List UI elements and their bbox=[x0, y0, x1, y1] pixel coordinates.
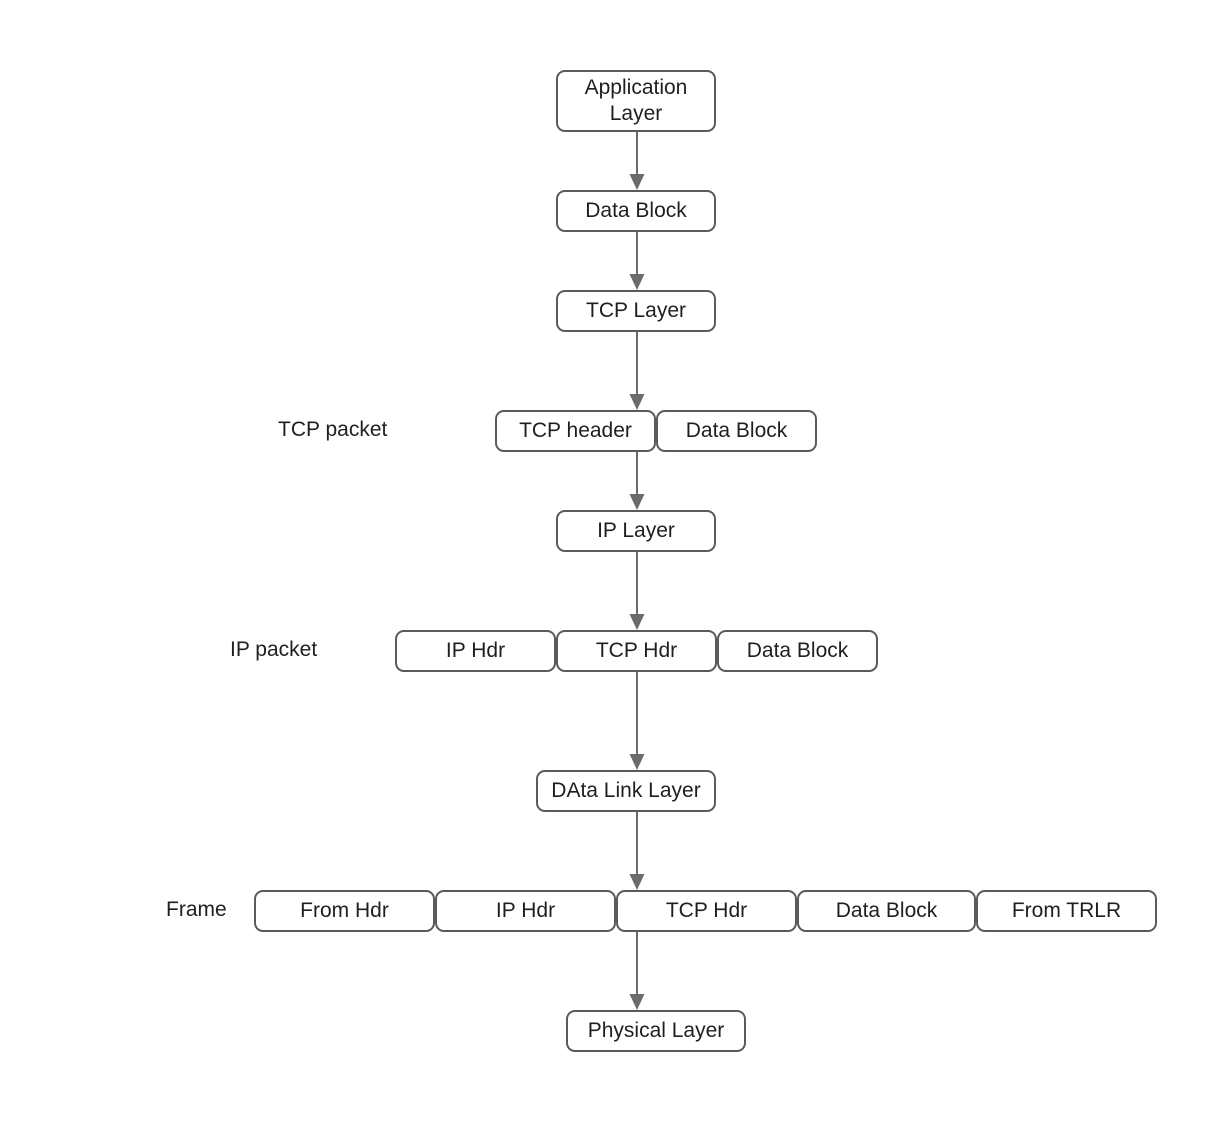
node-tcp-packet-data-block[interactable]: Data Block bbox=[656, 410, 817, 452]
arrow-ip-layer-to-ip-packet bbox=[629, 552, 645, 630]
node-label: From TRLR bbox=[1011, 898, 1122, 922]
arrow-head-icon bbox=[629, 874, 645, 890]
node-ip-packet-tcp-hdr[interactable]: TCP Hdr bbox=[556, 630, 717, 672]
node-tcp-layer[interactable]: TCP Layer bbox=[556, 290, 716, 332]
arrow-head-icon bbox=[629, 754, 645, 770]
node-frame-tcp-hdr[interactable]: TCP Hdr bbox=[616, 890, 797, 932]
row-label-ip-packet-label: IP packet bbox=[230, 638, 318, 661]
arrow-head-icon bbox=[629, 994, 645, 1010]
node-label: DAta Link Layer bbox=[551, 778, 701, 802]
node-data-block-top[interactable]: Data Block bbox=[556, 190, 716, 232]
node-ip-packet-ip-hdr[interactable]: IP Hdr bbox=[395, 630, 556, 672]
node-label: Data Block bbox=[835, 898, 938, 922]
node-label: From Hdr bbox=[300, 898, 389, 922]
node-label: IP Hdr bbox=[495, 898, 556, 922]
node-label: Data Block bbox=[746, 638, 849, 662]
arrow-head-icon bbox=[629, 174, 645, 190]
arrow-head-icon bbox=[629, 494, 645, 510]
node-label: TCP Hdr bbox=[665, 898, 748, 922]
node-frame-from-trlr[interactable]: From TRLR bbox=[976, 890, 1157, 932]
arrow-data-link-layer-to-frame bbox=[629, 812, 645, 890]
node-frame-from-hdr[interactable]: From Hdr bbox=[254, 890, 435, 932]
node-label: IP Layer bbox=[597, 518, 675, 542]
node-label: TCP Hdr bbox=[595, 638, 678, 662]
node-label: TCP Layer bbox=[586, 298, 686, 322]
node-data-link-layer[interactable]: DAta Link Layer bbox=[536, 770, 716, 812]
arrow-ip-packet-to-data-link-layer bbox=[629, 672, 645, 770]
node-ip-layer[interactable]: IP Layer bbox=[556, 510, 716, 552]
node-tcp-packet-tcp-header[interactable]: TCP header bbox=[495, 410, 656, 452]
arrow-frame-to-physical-layer bbox=[629, 932, 645, 1010]
node-label: Data Block bbox=[585, 198, 687, 222]
node-label: Application Layer bbox=[584, 75, 688, 125]
arrow-head-icon bbox=[629, 274, 645, 290]
node-label: IP Hdr bbox=[445, 638, 506, 662]
arrow-tcp-layer-to-tcp-packet bbox=[629, 332, 645, 410]
arrow-tcp-packet-to-ip-layer bbox=[629, 452, 645, 510]
node-application-layer[interactable]: Application Layer bbox=[556, 70, 716, 132]
row-label-frame-label: Frame bbox=[166, 898, 227, 921]
row-label-tcp-packet-label: TCP packet bbox=[278, 418, 388, 441]
node-frame-data-block[interactable]: Data Block bbox=[797, 890, 976, 932]
arrow-data-block-to-tcp-layer bbox=[629, 232, 645, 290]
node-frame-ip-hdr[interactable]: IP Hdr bbox=[435, 890, 616, 932]
node-physical-layer[interactable]: Physical Layer bbox=[566, 1010, 746, 1052]
node-label: TCP header bbox=[519, 418, 632, 442]
node-label: Data Block bbox=[685, 418, 788, 442]
node-label: Physical Layer bbox=[587, 1018, 725, 1042]
arrow-application-to-data-block bbox=[629, 132, 645, 190]
node-ip-packet-data-block[interactable]: Data Block bbox=[717, 630, 878, 672]
arrow-head-icon bbox=[629, 614, 645, 630]
arrow-head-icon bbox=[629, 394, 645, 410]
